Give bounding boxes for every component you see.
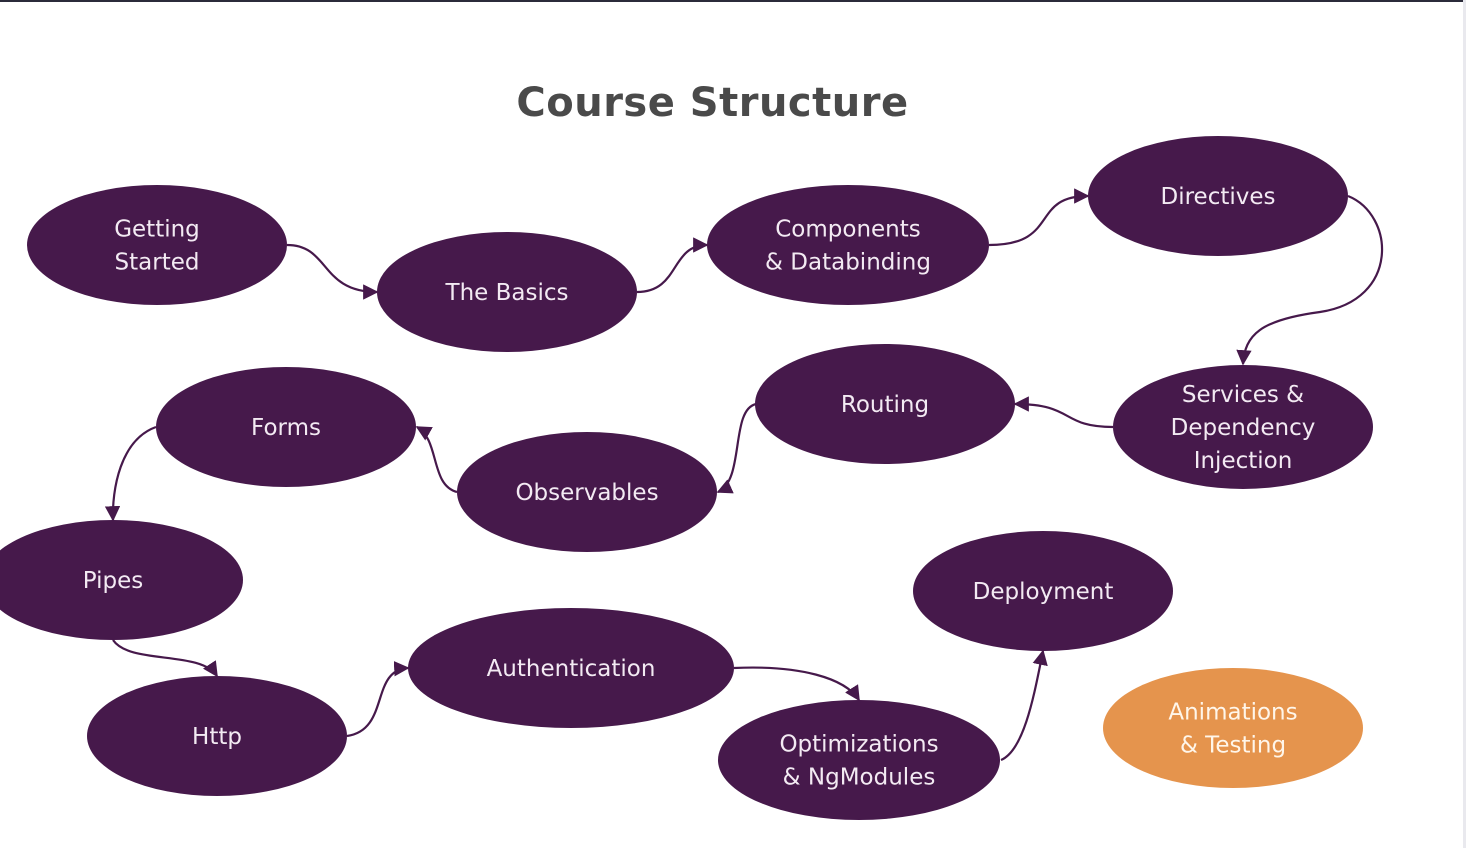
node-shape-observables xyxy=(457,432,717,552)
node-directives: Directives xyxy=(1088,136,1348,256)
node-shape-the-basics xyxy=(377,232,637,352)
node-label-directives-line-1: Directives xyxy=(1161,184,1276,210)
node-label-components-databinding-line-2: & Databinding xyxy=(765,250,931,276)
node-label-http-line-1: Http xyxy=(192,724,242,750)
connector-getting-started-to-the-basics xyxy=(286,243,379,300)
connector-observables-to-forms xyxy=(415,426,458,494)
node-label-getting-started-line-2: Started xyxy=(115,250,200,276)
node-label-pipes-line-1: Pipes xyxy=(83,568,144,594)
node-forms: Forms xyxy=(156,367,416,487)
node-label-routing-line-1: Routing xyxy=(841,392,929,418)
node-label-optimizations-ngmodules-line-1: Optimizations xyxy=(779,732,938,758)
node-shape-routing xyxy=(755,344,1015,464)
node-shape-authentication xyxy=(408,608,734,728)
node-shape-components-databinding xyxy=(707,185,989,305)
node-label-services-di-line-1: Services & xyxy=(1182,382,1304,408)
node-animations-testing: Animations & Testing xyxy=(1103,668,1363,788)
node-shape-deployment xyxy=(913,531,1173,651)
connector-directives-to-services-di xyxy=(1236,194,1384,366)
node-label-authentication-line-1: Authentication xyxy=(487,656,656,682)
node-shape-animations-testing xyxy=(1103,668,1363,788)
connector-authentication-to-optimizations-ngmodules xyxy=(733,666,860,702)
node-shape-pipes xyxy=(0,520,243,640)
node-shape-services-di xyxy=(1113,365,1373,489)
node-label-getting-started-line-1: Getting xyxy=(114,217,200,243)
connector-services-di-to-routing xyxy=(1013,396,1114,429)
connector-forms-to-pipes xyxy=(104,425,157,522)
node-components-databinding: Components & Databinding xyxy=(707,185,989,305)
node-observables: Observables xyxy=(457,432,717,552)
node-shape-forms xyxy=(156,367,416,487)
node-shape-optimizations-ngmodules xyxy=(718,700,1000,820)
node-shape-http xyxy=(87,676,347,796)
node-shape-getting-started xyxy=(27,185,287,305)
node-label-services-di-line-2: Dependency xyxy=(1171,415,1316,441)
node-label-the-basics-line-1: The Basics xyxy=(445,280,569,306)
connector-routing-to-observables xyxy=(716,402,757,494)
node-label-forms-line-1: Forms xyxy=(251,415,321,441)
diagram-title: Course Structure xyxy=(516,80,909,126)
node-label-animations-testing-line-1: Animations xyxy=(1168,700,1297,726)
right-edge xyxy=(1463,0,1466,848)
node-label-optimizations-ngmodules-line-2: & NgModules xyxy=(783,765,936,791)
node-http: Http xyxy=(87,676,347,796)
top-border xyxy=(0,0,1466,2)
node-authentication: Authentication xyxy=(408,608,734,728)
connector-optimizations-ngmodules-to-deployment xyxy=(1000,649,1048,762)
node-label-deployment-line-1: Deployment xyxy=(973,579,1114,605)
connector-the-basics-to-components-databinding xyxy=(636,237,709,294)
node-routing: Routing xyxy=(755,344,1015,464)
node-label-components-databinding-line-1: Components xyxy=(775,217,921,243)
connector-pipes-to-http xyxy=(112,639,218,678)
node-the-basics: The Basics xyxy=(377,232,637,352)
node-label-services-di-line-3: Injection xyxy=(1194,448,1293,474)
node-label-animations-testing-line-2: & Testing xyxy=(1180,733,1286,759)
node-deployment: Deployment xyxy=(913,531,1173,651)
node-shape-directives xyxy=(1088,136,1348,256)
node-optimizations-ngmodules: Optimizations & NgModules xyxy=(718,700,1000,820)
connectors-layer xyxy=(104,188,1384,762)
node-pipes: Pipes xyxy=(0,520,243,640)
connector-components-databinding-to-directives xyxy=(988,188,1090,247)
node-label-observables-line-1: Observables xyxy=(515,480,658,506)
connector-http-to-authentication xyxy=(346,661,410,738)
